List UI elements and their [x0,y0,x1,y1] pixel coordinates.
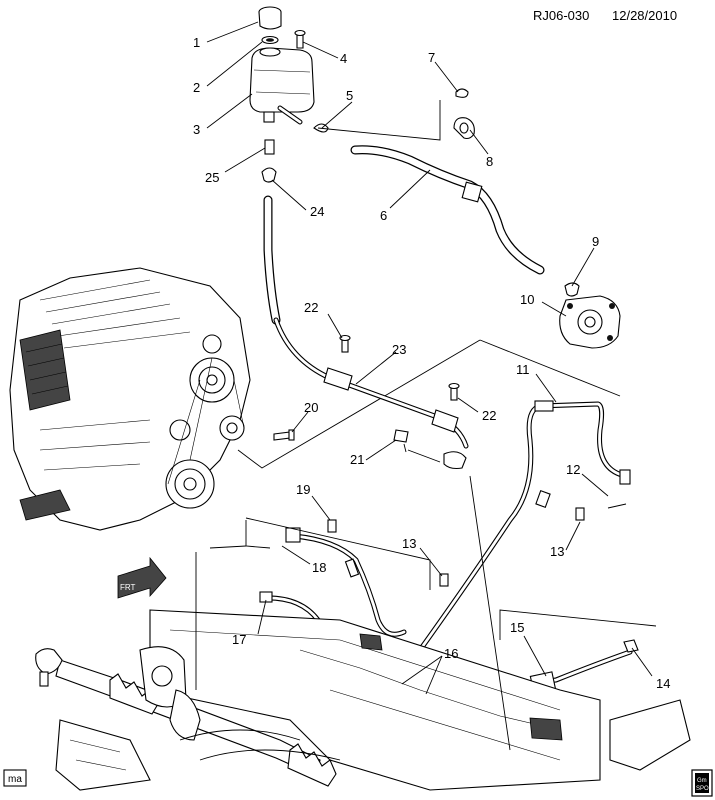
callout-7: 7 [428,50,435,65]
reservoir-group [249,6,329,183]
callout-23: 23 [392,342,406,357]
callout-12: 12 [566,462,580,477]
callout-10: 10 [520,292,534,307]
callout-19: 19 [296,482,310,497]
callout-3: 3 [193,122,200,137]
callout-2: 2 [193,80,200,95]
callout-22a: 22 [304,300,318,315]
footer-left-tag: ma [8,774,22,785]
callout-9: 9 [592,234,599,249]
svg-text:FRT: FRT [120,583,136,592]
power-steering-pump [559,282,621,349]
callout-21: 21 [350,452,364,467]
pressure-hose-assembly [417,400,631,653]
callout-14: 14 [656,676,670,691]
callout-24: 24 [310,204,324,219]
callout-17: 17 [232,632,246,647]
callout-18: 18 [312,560,326,575]
callout-11: 11 [516,362,530,377]
callout-8: 8 [486,154,493,169]
callout-25: 25 [205,170,219,185]
engine-assembly [9,267,621,531]
svg-text:SPO: SPO [696,786,709,792]
front-direction-arrow-icon: FRT [117,556,167,599]
footer-tag: ma [3,769,27,787]
callout-6: 6 [380,208,387,223]
steering-gear-cradle [35,609,691,791]
callout-20: 20 [304,400,318,415]
svg-text:Gm: Gm [697,778,707,784]
diagram-date: 12/28/2010 [612,8,677,23]
diagram-code: RJ06-030 [533,8,589,23]
leader-lines [195,21,653,751]
callout-13b: 13 [550,544,564,559]
callout-15: 15 [510,620,524,635]
reservoir-outlet-hose [350,88,545,275]
callout-4: 4 [340,51,347,66]
callout-5: 5 [346,88,353,103]
callout-1: 1 [193,35,200,50]
return-pipe-assembly [263,195,469,470]
callout-22b: 22 [482,408,496,423]
callout-13a: 13 [402,536,416,551]
callout-16: 16 [444,646,458,661]
gm-spo-logo: Gm SPO [691,769,713,797]
callout-labels: 1 2 3 4 5 7 8 6 25 24 9 10 22 23 20 11 2… [193,35,670,691]
